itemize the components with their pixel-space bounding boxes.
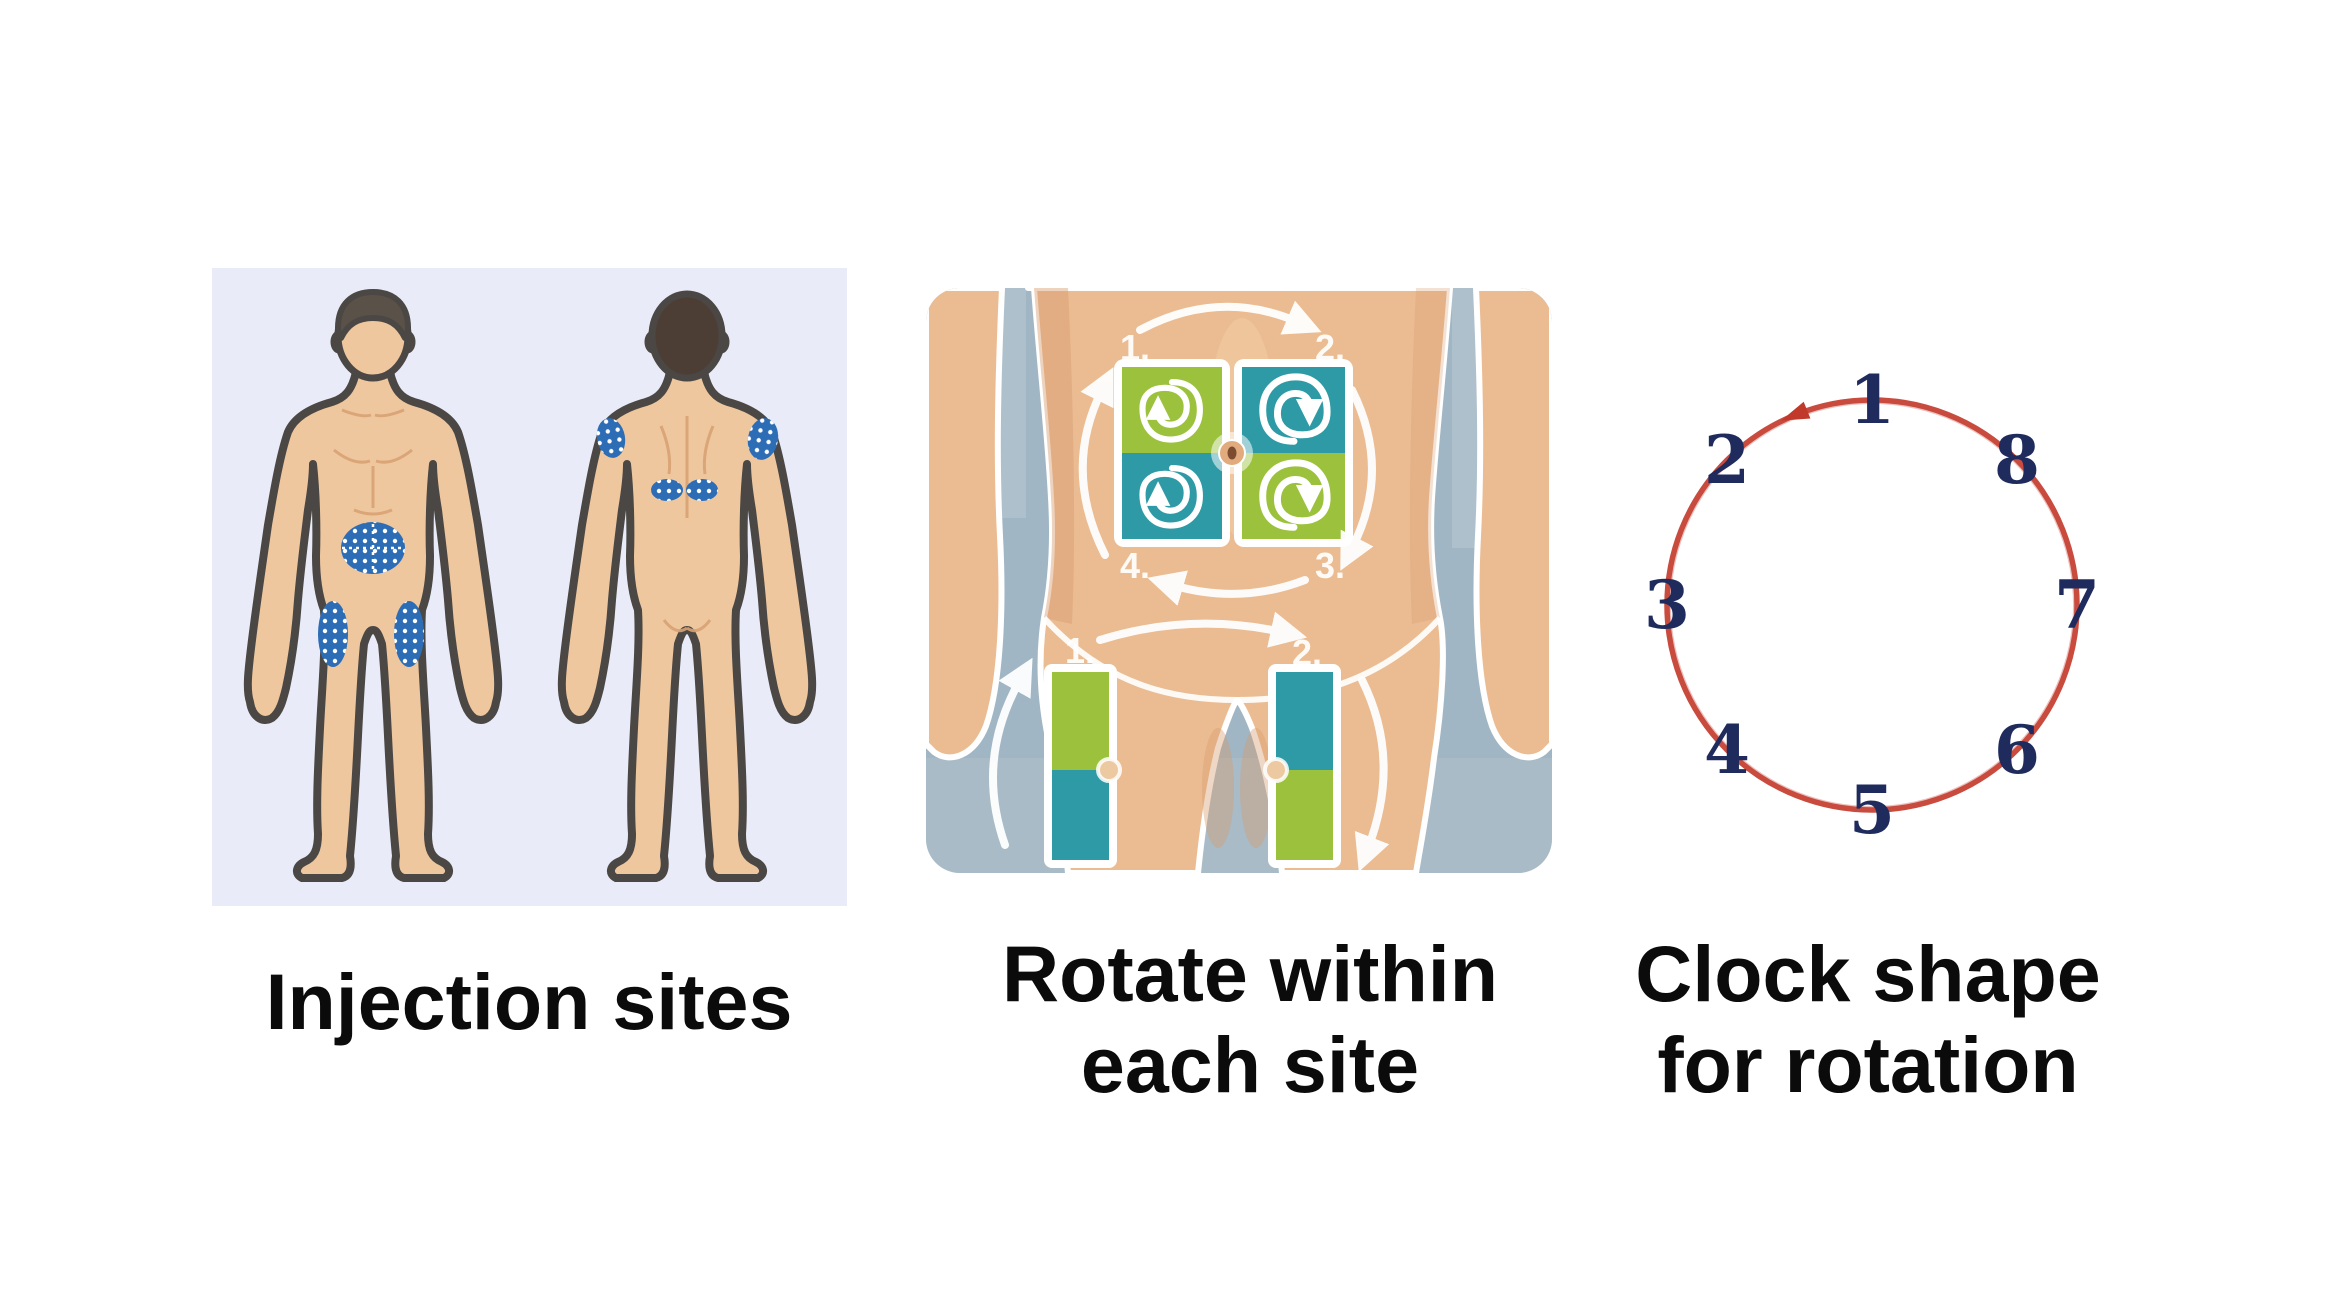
caption-rotation-line1: Rotate within [1002, 929, 1498, 1018]
clock-number-5: 5 [1849, 771, 1895, 849]
abdomen-label-1: 1. [1120, 327, 1150, 368]
bg-shade [926, 758, 1552, 873]
clock-illustration: 1 2 3 4 5 6 7 8 [1644, 361, 2100, 849]
arm-injection-site-left [596, 418, 626, 458]
caption-rotate-within-each-site: Rotate within each site [1002, 928, 1498, 1110]
arrow-right-arc [1340, 386, 1376, 571]
clock-direction-arrow [1781, 401, 1811, 421]
caption-rotation-line2: each site [1080, 1020, 1420, 1109]
hip-line-left [1041, 615, 1238, 703]
arrow-left-arc [1078, 367, 1114, 559]
rotation-illustration: 1. 2. 3. 4. 1. 2. [926, 288, 1552, 873]
thigh-notch-right [1263, 757, 1289, 783]
back-hair [648, 290, 726, 382]
caption-clock-line1: Clock shape [1635, 929, 2101, 1018]
caption-injection-sites: Injection sites [265, 957, 793, 1046]
clock-number-6: 6 [1994, 711, 2040, 789]
thigh-patch-left [1044, 664, 1122, 868]
thigh-injection-site-right [394, 601, 424, 667]
back-muscle-lines [659, 416, 715, 633]
front-body-outline [248, 372, 498, 878]
lowerback-injection-site-right [686, 479, 718, 501]
clock-panel: 1 2 3 4 5 6 7 8 [1622, 355, 2122, 855]
arrow-1-to-2 [1136, 300, 1322, 335]
front-muscle-lines [333, 408, 413, 516]
clock-number-8: 8 [1994, 421, 2040, 499]
right-arm [1472, 288, 1552, 761]
caption-clock-shape-for-rotation: Clock shape for rotation [1635, 928, 2100, 1110]
back-figure [562, 290, 812, 878]
arrow-3-to-4 [1147, 570, 1309, 606]
rotation-arrows [989, 300, 1390, 872]
abdomen-label-3: 3. [1315, 545, 1345, 586]
clock-number-1: 1 [1849, 361, 1895, 439]
arm-injection-site-right [747, 418, 779, 460]
abdomen-label-2: 2. [1315, 327, 1345, 368]
arrow-thigh-1-to-2 [1096, 611, 1308, 648]
arrow-thigh-right-arc [1354, 676, 1390, 872]
thigh-patch-right [1263, 664, 1341, 868]
front-hair [335, 289, 411, 341]
abdomen-label-4: 4. [1120, 545, 1150, 586]
clock-number-2: 2 [1704, 421, 1750, 499]
injection-sites-panel [212, 268, 847, 906]
clock-numbers: 1 2 3 4 5 6 7 8 [1644, 361, 2100, 849]
clock-number-4: 4 [1704, 711, 1750, 789]
abdomen-injection-site [341, 522, 405, 574]
clock-circle [1664, 397, 2080, 813]
caption-clock-line2: for rotation [1657, 1020, 2079, 1109]
lowerback-injection-site-left [651, 479, 683, 501]
navel [1211, 432, 1253, 474]
front-figure [248, 289, 498, 878]
clock-circle-texture [1669, 402, 2075, 808]
arrow-thigh-left-arc [989, 657, 1033, 849]
rotation-panel: 1. 2. 3. 4. 1. 2. [926, 288, 1552, 873]
left-arm [926, 288, 1006, 761]
clock-number-3: 3 [1644, 566, 1690, 644]
clock-number-7: 7 [2054, 566, 2100, 644]
thigh-injection-site-left [318, 601, 348, 667]
abdomen-rotation-grid [1114, 359, 1353, 547]
injection-sites-illustration [212, 289, 847, 906]
thigh-notch-left [1096, 757, 1122, 783]
